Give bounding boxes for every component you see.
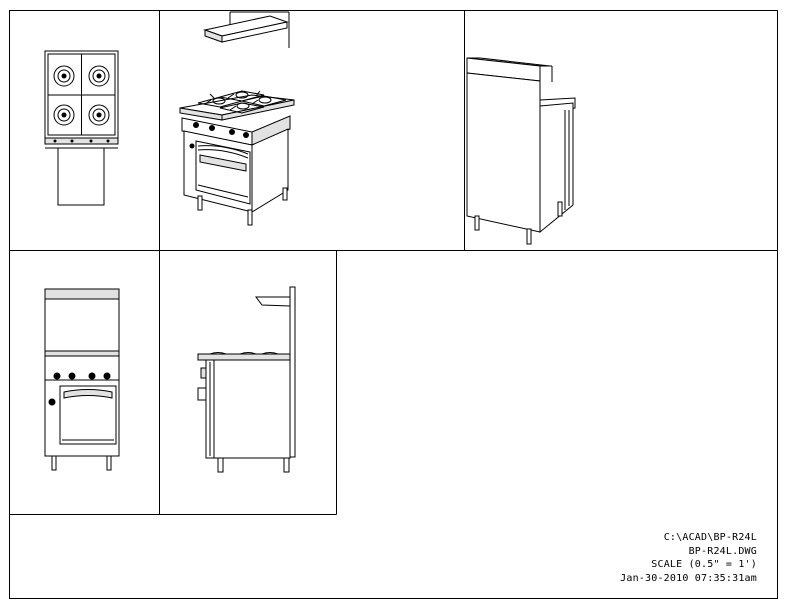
knob-icon: [88, 372, 96, 380]
isometric-front-view: [179, 11, 295, 226]
drawing-scale: SCALE (0.5" = 1'): [651, 559, 757, 570]
knob-icon: [243, 132, 249, 138]
front-view: [44, 288, 120, 471]
side-view: [197, 286, 296, 473]
knob-icon: [103, 372, 111, 380]
knob-icon: [209, 125, 215, 131]
knob-icon: [229, 129, 235, 135]
burner-icon: [88, 104, 110, 126]
knob-icon: [193, 122, 199, 128]
knob-icon: [53, 372, 61, 380]
top-view: [44, 50, 119, 206]
drawing-path: C:\ACAD\BP-R24L: [663, 532, 757, 543]
drawing-filename: BP-R24L.DWG: [688, 545, 757, 557]
title-block: C:\ACAD\BP-R24L BP-R24L.DWG SCALE (0.5" …: [620, 531, 757, 585]
drawing-timestamp: Jan-30-2010 07:35:31am: [620, 572, 757, 584]
knob-icon: [68, 372, 76, 380]
burner-icon: [88, 65, 110, 87]
isometric-rear-view: [466, 57, 576, 245]
grate-icon: [197, 90, 287, 114]
burner-icon: [53, 104, 75, 126]
burner-icon: [53, 65, 75, 87]
